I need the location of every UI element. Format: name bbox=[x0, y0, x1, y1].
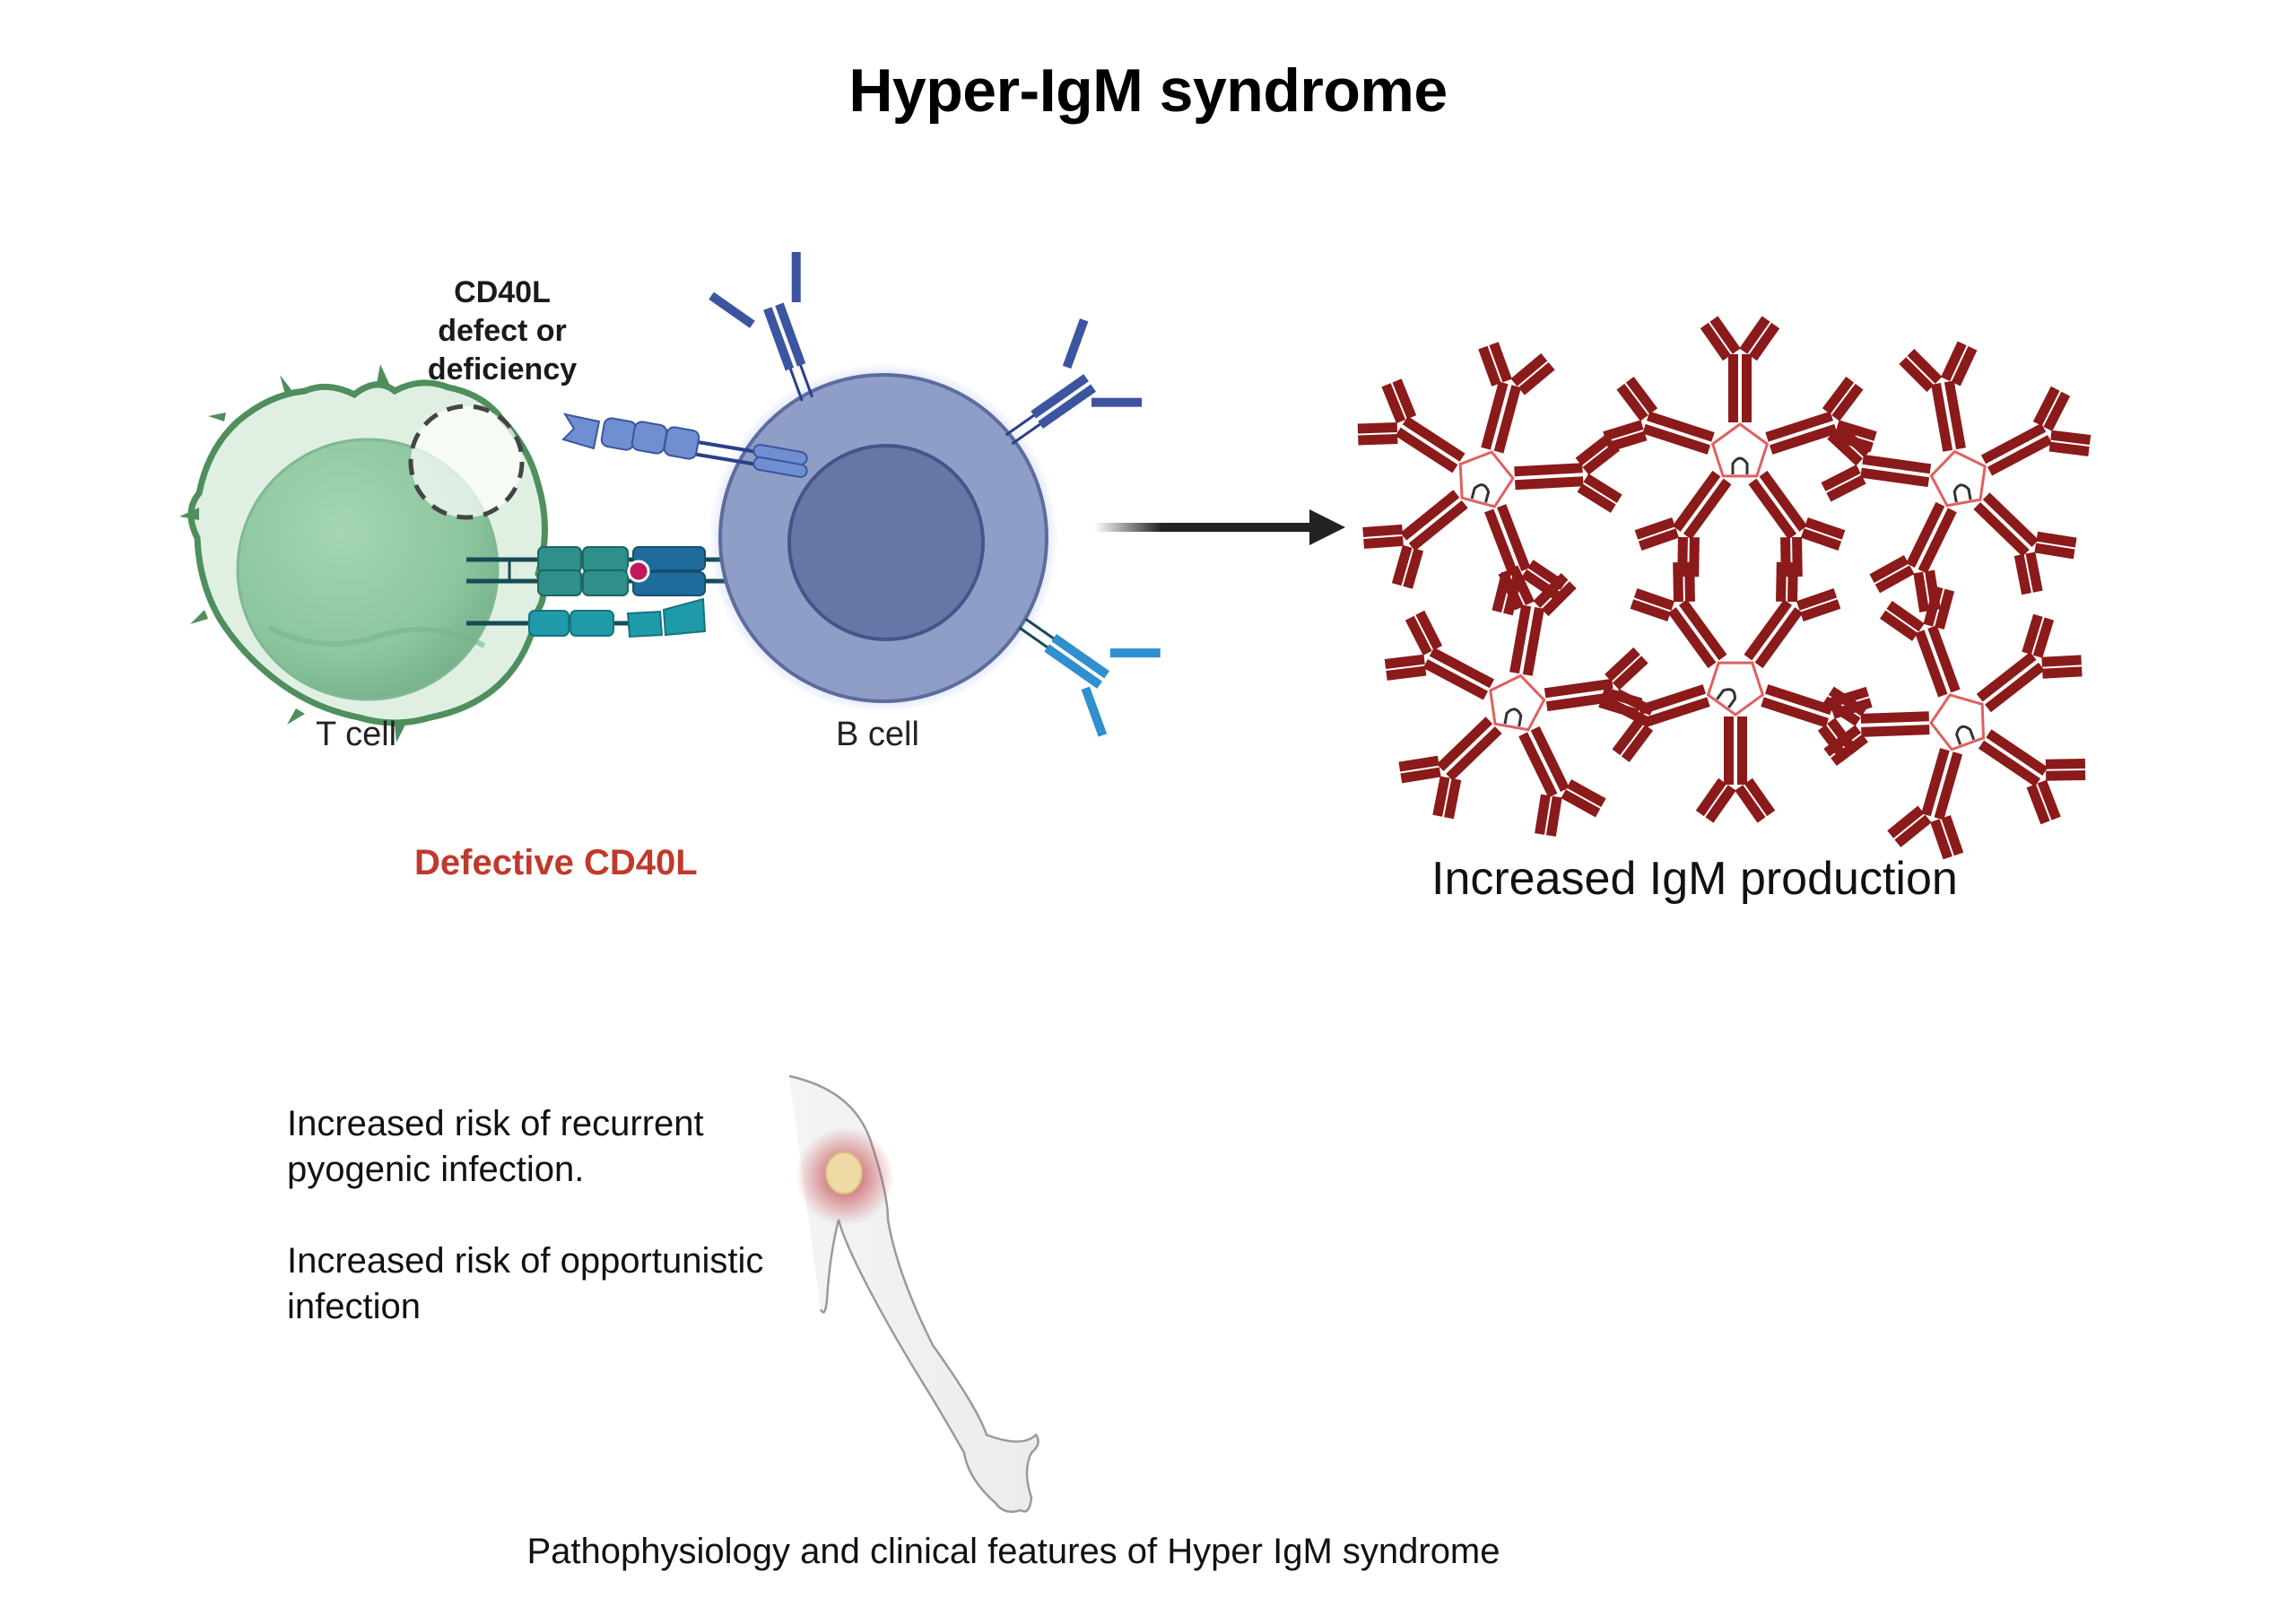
increased-igm-label: Increased IgM production bbox=[1431, 853, 1958, 905]
t-cell-microvilli bbox=[179, 364, 405, 743]
b-cell-receptor bbox=[709, 251, 814, 402]
igm-monomer bbox=[1978, 729, 2086, 825]
igm-monomer bbox=[1478, 342, 1555, 454]
igm-monomer bbox=[1973, 492, 2077, 595]
igm-monomer bbox=[1980, 386, 2092, 476]
t-cell bbox=[179, 364, 548, 743]
igm-pentamer bbox=[1384, 565, 1655, 837]
igm-monomer bbox=[1869, 501, 1957, 612]
defect-note-line: CD40L bbox=[454, 275, 551, 309]
abscess-icon bbox=[825, 1151, 863, 1194]
igm-monomer bbox=[1362, 490, 1468, 589]
igm-monomer bbox=[1603, 377, 1715, 455]
igm-monomer bbox=[1357, 378, 1465, 473]
igm-pentamer bbox=[1821, 341, 2092, 612]
b-cell-nucleus bbox=[787, 444, 985, 641]
antigen-peptide bbox=[627, 560, 650, 583]
b-cell-label: B cell bbox=[836, 716, 919, 753]
defective-cd40l-label: Defective CD40L bbox=[414, 843, 698, 882]
igm-monomer bbox=[1879, 586, 1961, 698]
igm-pentamer bbox=[1603, 316, 1877, 578]
igm-monomer bbox=[1821, 422, 1932, 502]
igm-monomer bbox=[1748, 470, 1846, 578]
clinical-feature-item: Increased risk of recurrent pyogenic inf… bbox=[287, 1104, 704, 1189]
figure-title: Hyper-IgM syndrome bbox=[848, 56, 1448, 125]
cd40l-defect-highlight bbox=[408, 404, 525, 520]
igm-monomer bbox=[1744, 561, 1841, 669]
igm-monomer bbox=[1899, 341, 1978, 452]
process-arrow bbox=[1094, 509, 1345, 545]
igm-monomer bbox=[1822, 686, 1930, 767]
b-cell bbox=[561, 251, 1161, 737]
t-cell-label: T cell bbox=[316, 716, 397, 753]
figure-caption: Pathophysiology and clinical features of… bbox=[526, 1532, 1500, 1571]
igm-monomer bbox=[1398, 717, 1502, 820]
igm-monomer bbox=[1695, 717, 1776, 823]
clinical-feature-item: Increased risk of opportunistic infectio… bbox=[287, 1241, 764, 1326]
igm-monomer bbox=[1700, 316, 1780, 422]
igm-monomer bbox=[1630, 561, 1727, 669]
b-cell-receptor bbox=[1018, 617, 1161, 737]
igm-monomer bbox=[1498, 565, 1577, 676]
igm-monomer bbox=[1598, 684, 1710, 762]
igm-monomer bbox=[1976, 613, 2083, 713]
igm-monomer bbox=[1384, 610, 1495, 700]
igm-pentamer bbox=[1822, 586, 2086, 860]
cd40-receptor bbox=[561, 413, 808, 478]
igm-pentamer-cluster bbox=[1357, 316, 2092, 860]
igm-pentamer bbox=[1357, 342, 1622, 616]
igm-monomer bbox=[1887, 748, 1964, 860]
arm-illustration bbox=[788, 1074, 1039, 1513]
igm-monomer bbox=[1514, 433, 1622, 513]
igm-monomer bbox=[1518, 725, 1606, 837]
b-cell-receptor bbox=[1004, 318, 1143, 446]
defect-note-line: defect or bbox=[438, 314, 567, 348]
defect-note-line: deficiency bbox=[427, 352, 578, 387]
cd40l-defect-note: CD40L defect or deficiency bbox=[395, 274, 610, 389]
clinical-features-list: Increased risk of recurrent pyogenic inf… bbox=[287, 1101, 843, 1376]
igm-pentamer bbox=[1598, 561, 1873, 823]
igm-monomer bbox=[1765, 377, 1877, 455]
